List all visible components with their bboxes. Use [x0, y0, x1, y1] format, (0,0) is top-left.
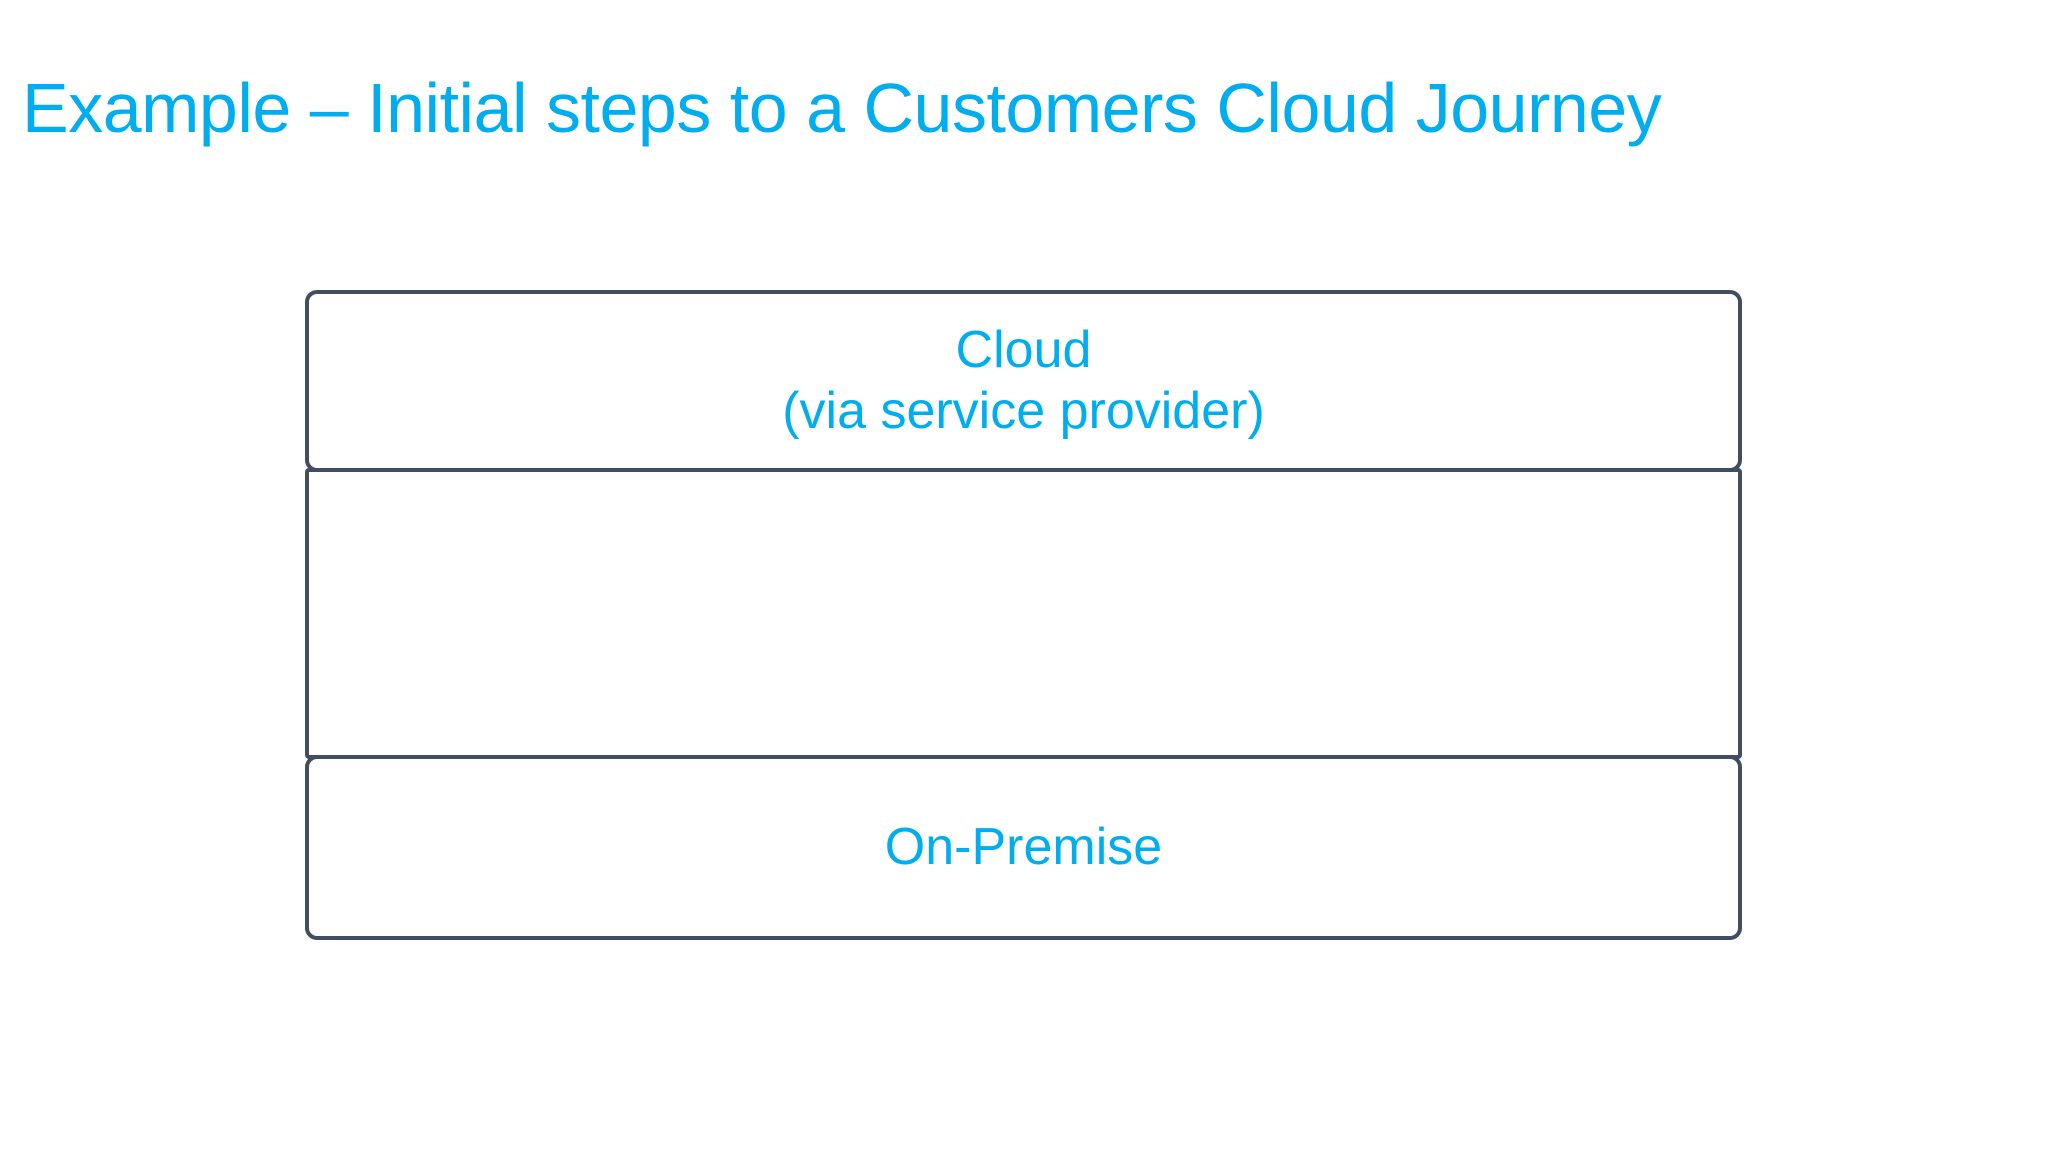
cloud-journey-layer-stack: Cloud (via service provider) On-Premise [305, 290, 1742, 940]
layer-box-cloud[interactable]: Cloud (via service provider) [305, 290, 1742, 472]
layer-label-on-premise: On-Premise [884, 817, 1163, 876]
layer-box-middle[interactable] [305, 468, 1742, 759]
layer-box-on-premise[interactable]: On-Premise [305, 755, 1742, 940]
layer-label-cloud: Cloud (via service provider) [782, 320, 1265, 440]
page-title: Example – Initial steps to a Customers C… [22, 68, 1662, 147]
